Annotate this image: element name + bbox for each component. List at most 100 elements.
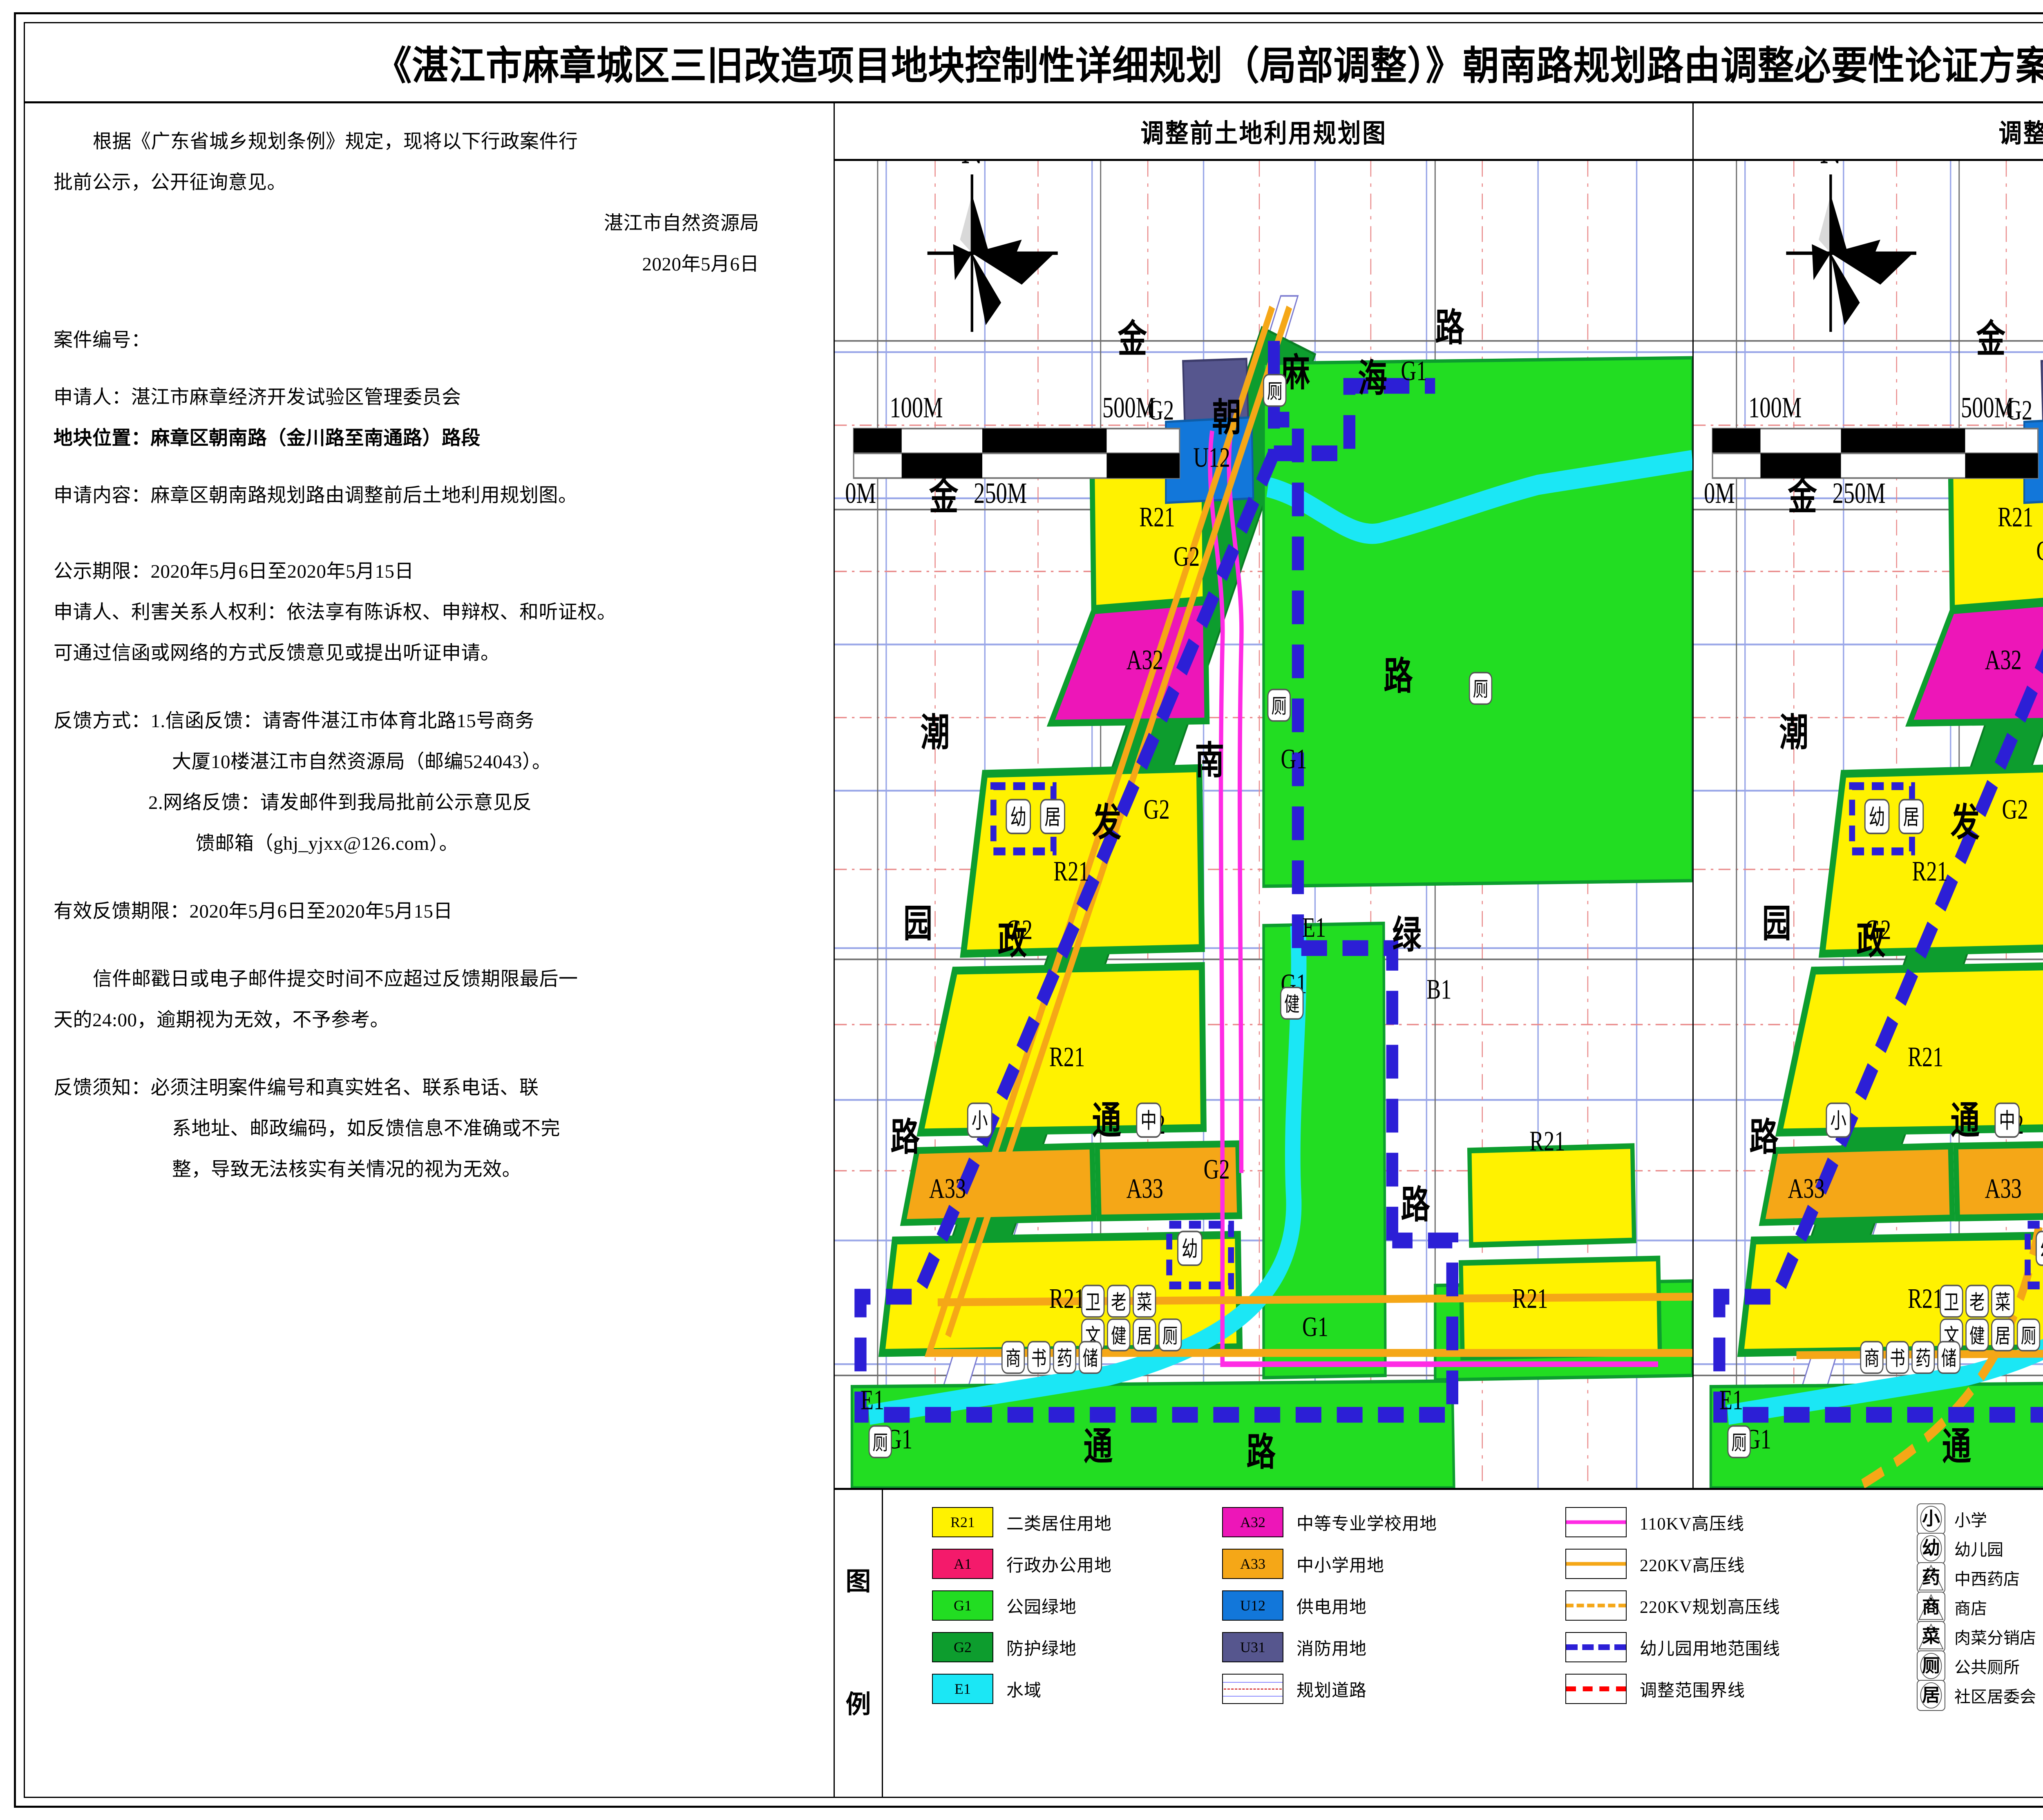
body-row: 根据《广东省城乡规划条例》规定，现将以下行政案件行 批前公示，公开征询意见。 湛… [25, 103, 2043, 1797]
content-row: 申请内容：麻章区朝南路规划路由调整前后土地利用规划图。 [54, 475, 805, 516]
legend-label-shop: 商店 [1954, 1599, 1987, 1618]
kindergarten-icon: 幼 [1917, 1533, 1945, 1564]
legend-item-u12: U12 供电用地 [1222, 1590, 1565, 1621]
feedback-item-1-number: 1.信函反馈： [150, 710, 263, 732]
street-name-labels-before: 金 路 金 潮 园 路 政 发 通 朝 南 麻 [890, 307, 1464, 1474]
svg-text:发: 发 [1092, 802, 1121, 844]
swatch-code-u31: U31 [1240, 1639, 1265, 1655]
svg-text:厕: 厕 [2021, 1325, 2036, 1347]
street-name-labels-after: 金 路 金 潮 园 路 政 发 通 朝 南 麻 [1749, 318, 2005, 1468]
water-e1-north-before [1266, 450, 1692, 544]
svg-text:A33: A33 [929, 1173, 966, 1204]
svg-text:卫: 卫 [1944, 1291, 1959, 1313]
legend-title-char-2: 例 [845, 1691, 871, 1719]
legend-label-a33: 中小学用地 [1296, 1556, 1385, 1575]
valid-period-row: 有效反馈期限：2020年5月6日至2020年5月15日 [54, 891, 805, 932]
map-after[interactable]: N 0M 100M 250M [1692, 161, 2043, 1488]
boundary-adjustment-after [1713, 648, 2043, 1423]
parcel-r21-mid2-before [916, 962, 1207, 1137]
legend-item-primary-school: 小 小学 [1917, 1503, 2043, 1534]
publicity-period-label: 公示期限： [54, 561, 151, 582]
svg-text:金: 金 [1118, 319, 1147, 361]
legend-label-primary-school: 小学 [1954, 1511, 1987, 1530]
legend-label-road: 规划道路 [1296, 1681, 1367, 1700]
swatch-g1: G1 [932, 1590, 993, 1621]
valid-period-label: 有效反馈期限： [54, 901, 190, 922]
issue-date: 2020年5月6日 [642, 254, 759, 275]
legend-item-adjust-boundary: 调整范围界线 [1565, 1673, 1917, 1705]
pharmacy-icon: 药 [1917, 1562, 1945, 1593]
parcel-u31-after [2040, 360, 2043, 423]
svg-text:政: 政 [1856, 920, 1885, 962]
svg-text:G2: G2 [2006, 395, 2032, 426]
svg-text:G1: G1 [1302, 1311, 1328, 1342]
valid-period-value: 2020年5月6日至2020年5月15日 [189, 901, 453, 922]
legend-item-market: 菜 肉菜分销店 [1917, 1621, 2043, 1652]
shop-icon: 商 [1917, 1592, 1945, 1623]
legend-column-lines: 110KV高压线 220KV高压线 [1565, 1506, 1917, 1797]
svg-text:G2: G2 [1173, 541, 1200, 572]
svg-text:金: 金 [1788, 476, 1817, 518]
legend-item-220kv: 220KV高压线 [1565, 1548, 1917, 1580]
scale-bar-after: 0M 100M 250M 500M [1704, 391, 2039, 509]
powerline-110kv-before [1208, 430, 1659, 1367]
svg-text:路: 路 [1401, 1184, 1430, 1226]
svg-text:幼: 幼 [1182, 1238, 1198, 1261]
svg-text:G2: G2 [1006, 914, 1033, 945]
svg-text:E1: E1 [1719, 1385, 1743, 1416]
svg-text:健: 健 [1284, 993, 1300, 1016]
issuer: 湛江市自然资源局 [604, 213, 759, 234]
svg-text:R21: R21 [1912, 856, 1947, 887]
legend-label-kindergarten: 幼儿园 [1954, 1541, 2003, 1559]
legend-label-a1: 行政办公用地 [1006, 1556, 1112, 1575]
svg-text:政: 政 [998, 920, 1027, 962]
notice-requirement-line-2: 系地址、邮政编码，如反馈信息不准确或不完 [172, 1118, 560, 1139]
svg-text:商: 商 [1864, 1347, 1880, 1370]
feedback-item-2-number: 2.网络反馈： [148, 792, 260, 813]
scale-tick-0-after: 0M [1704, 477, 1735, 509]
legend-column-facilities-1: 小 小学 幼 幼儿园 [1917, 1503, 2043, 1797]
feedback-item-2-line-2: 馈邮箱（ghj_yjxx@126.com）。 [196, 833, 459, 854]
svg-text:通: 通 [1942, 1426, 1971, 1468]
publicity-period-value: 2020年5月6日至2020年5月15日 [150, 561, 414, 582]
rights-line: 申请人、利害关系人权利：依法享有陈诉权、申辩权、和听证权。 [54, 602, 617, 623]
intro-line-1: 根据《广东省城乡规划条例》规定，现将以下行政案件行 [93, 131, 578, 152]
svg-text:R21: R21 [1049, 1283, 1085, 1314]
kindergarten-icon-glyph: 幼 [1922, 1538, 1940, 1558]
swatch-220kv-planned-line [1565, 1590, 1627, 1621]
title-bar: 《湛江市麻章城区三旧改造项目地块控制性详细规划（局部调整）》朝南路规划路由调整必… [25, 23, 2043, 103]
svg-text:R21: R21 [1908, 1284, 1943, 1314]
svg-text:E1: E1 [861, 1385, 884, 1416]
svg-text:R21: R21 [1529, 1126, 1565, 1157]
swatch-code-g2: G2 [954, 1639, 972, 1655]
parcel-r21-mid2-after [1775, 962, 2043, 1137]
svg-text:通: 通 [1084, 1426, 1113, 1468]
boundary-adjustment-before [854, 449, 1458, 1423]
swatch-g2: G2 [932, 1632, 993, 1662]
legend-label-adjust-boundary: 调整范围界线 [1640, 1681, 1746, 1700]
scale-tick-500-before: 500M [1102, 391, 1156, 424]
map-before[interactable]: N 0M 100M [835, 161, 1692, 1488]
publicity-period-row: 公示期限：2020年5月6日至2020年5月15日 [54, 551, 805, 592]
svg-text:海: 海 [1358, 358, 1387, 400]
svg-text:书: 书 [1031, 1347, 1047, 1370]
legend-item-pharmacy: 药 中西药店 [1917, 1562, 2043, 1593]
feedback-item-2-line-1: 请发邮件到我局批前公示意见反 [260, 792, 532, 813]
svg-text:中: 中 [1140, 1110, 1157, 1133]
toilet-icon: 厕 [1917, 1650, 1945, 1682]
legend-label-market: 肉菜分销店 [1954, 1629, 2036, 1647]
svg-text:G2: G2 [1144, 794, 1170, 825]
parcel-g1-northeast-before [1262, 356, 1692, 888]
svg-text:园: 园 [1762, 903, 1791, 945]
legend-item-110kv: 110KV高压线 [1565, 1506, 1917, 1538]
scale-tick-0-before: 0M [845, 477, 876, 509]
legend-body: R21 二类居住用地 A1 行政办公用地 [883, 1490, 2043, 1797]
svg-text:G2: G2 [2002, 795, 2028, 825]
parcel-r21-east2-before [1458, 1255, 1662, 1360]
svg-text:R21: R21 [1908, 1042, 1943, 1072]
swatch-kindergarten-boundary [1565, 1632, 1627, 1662]
svg-text:路: 路 [1435, 307, 1464, 349]
parcel-a32-after [1905, 600, 2043, 727]
swatch-code-g1: G1 [954, 1597, 972, 1614]
